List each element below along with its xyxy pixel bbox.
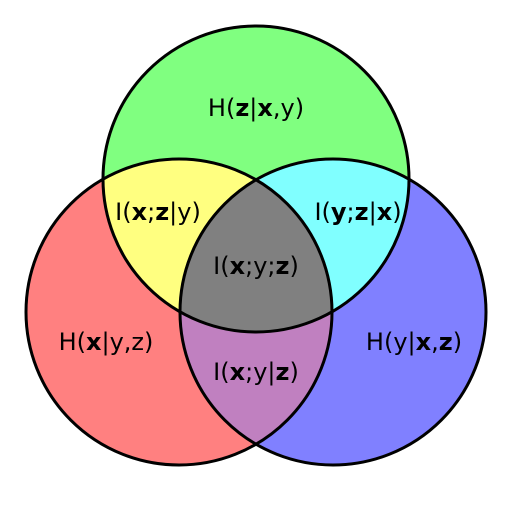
label-segment: H( (59, 328, 86, 356)
label-segment: ;y; (245, 252, 275, 280)
label-segment: x (230, 358, 246, 386)
label-i-xy-given-z: I(x;y|z) (213, 358, 299, 386)
label-segment: z (275, 358, 289, 386)
label-i-xz-given-y: I(x;z|y) (115, 198, 201, 226)
circle-x-outline (24, 157, 334, 467)
label-segment: ,y) (273, 94, 304, 122)
label-segment: ;y| (245, 358, 275, 386)
label-h-y-given-xz: H(y|x,z) (366, 328, 462, 356)
label-h-x-given-yz: H(x|y,z) (59, 328, 154, 356)
circle-y-outline (178, 157, 488, 467)
label-segment: I( (314, 198, 330, 226)
label-segment: ; (347, 198, 355, 226)
label-segment: I( (213, 358, 229, 386)
label-segment: | (369, 198, 377, 226)
label-segment: ) (289, 252, 298, 280)
label-segment: I( (115, 198, 131, 226)
label-segment: |y,z) (102, 328, 154, 356)
label-segment: |y) (169, 198, 201, 226)
label-segment: x (377, 198, 393, 226)
label-segment: ) (392, 198, 401, 226)
label-segment: ; (147, 198, 155, 226)
label-segment: x (257, 94, 273, 122)
label-segment: ) (453, 328, 462, 356)
label-segment: z (439, 328, 453, 356)
label-i-yz-given-x: I(y;z|x) (314, 198, 401, 226)
label-segment: x (416, 328, 432, 356)
label-segment: x (132, 198, 148, 226)
label-segment: I( (213, 252, 229, 280)
label-segment: z (355, 198, 369, 226)
label-segment: ) (289, 358, 298, 386)
label-segment: H(y| (366, 328, 416, 356)
label-h-z-given-xy: H(z|x,y) (208, 94, 304, 122)
label-segment: | (249, 94, 257, 122)
label-segment: y (331, 198, 347, 226)
label-segment: z (275, 252, 289, 280)
label-segment: H( (208, 94, 235, 122)
region-xyz-fill (180, 159, 332, 332)
label-segment: x (86, 328, 102, 356)
label-segment: z (235, 94, 249, 122)
label-i-xyz: I(x;y;z) (213, 252, 299, 280)
label-segment: , (431, 328, 439, 356)
label-segment: z (155, 198, 169, 226)
label-segment: x (230, 252, 246, 280)
